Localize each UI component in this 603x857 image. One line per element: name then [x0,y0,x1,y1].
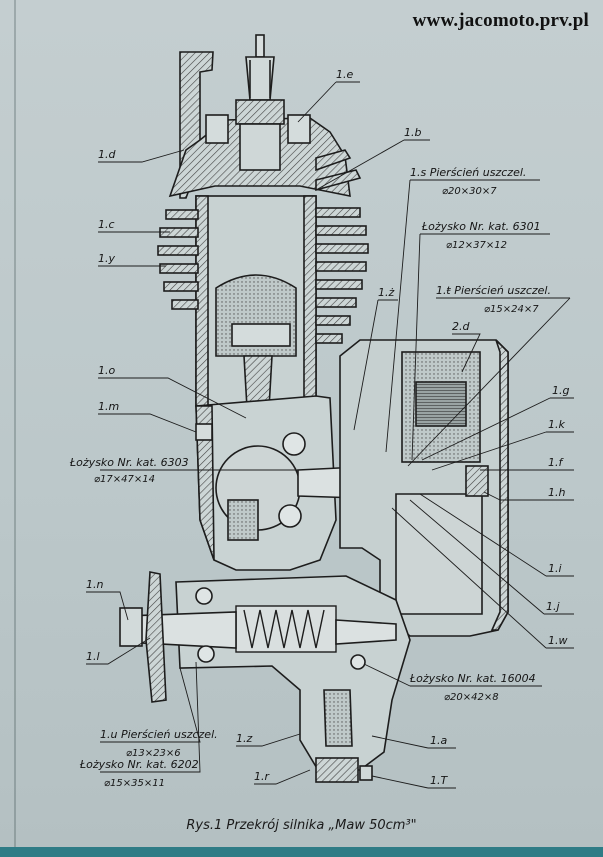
side-screw [195,423,213,441]
magneto-coil [415,381,467,427]
head-bolt-right [287,114,311,144]
kickstart-shaft [323,689,353,747]
label-1f: 1.f [548,456,564,469]
label-bearing-16004-spec: ⌀20×42×8 [444,692,499,703]
label-1i: 1.i [548,562,562,575]
drain-plug [315,757,359,783]
page-margin-line [14,0,16,857]
label-bearing-6303-spec: ⌀17×47×14 [94,474,155,485]
part-labels: 1.e 1.d 1.b 1.s Pierścień uszczel. ⌀20×3… [69,68,569,789]
label-bearing-6301: Łożysko Nr. kat. 6301 [421,220,541,233]
rotor-nut [465,465,489,497]
label-1T: 1.T [430,774,448,787]
label-1l: 1.l [86,650,100,663]
label-1n: 1.n [86,578,103,591]
label-1z: 1.z [236,732,252,745]
label-1t-seal-spec: ⌀15×24×7 [484,304,539,315]
label-1w: 1.w [548,634,568,647]
piston-pin [231,323,291,347]
clutch-spring [235,605,337,653]
leader-lines [86,81,574,789]
label-bearing-6301-spec: ⌀12×37×12 [446,240,507,251]
label-1m: 1.m [98,400,119,413]
label-1h: 1.h [548,486,565,499]
label-1c: 1.c [98,218,115,231]
sprocket [145,571,167,703]
label-1d: 1.d [98,148,116,161]
bearing-6303-ball-bottom [278,504,302,528]
label-2d: 2.d [452,320,470,333]
bottom-color-strip [0,847,603,857]
watermark-url: www.jacomoto.prv.pl [412,10,589,31]
bearing-6202-ball-top [195,587,213,605]
label-1j: 1.j [546,600,560,613]
cooling-fins-right [315,149,369,344]
engine-drawing [119,34,509,783]
label-bearing-6202-spec: ⌀15×35×11 [104,778,165,789]
label-1o: 1.o [98,364,115,377]
label-1r: 1.r [254,770,270,783]
bearing-6303-ball-top [282,432,306,456]
label-1g: 1.g [552,384,569,397]
head-bolt-left [205,114,229,144]
label-1b: 1.b [404,126,421,139]
label-1y: 1.y [98,252,115,265]
label-bearing-6303: Łożysko Nr. kat. 6303 [69,456,189,469]
label-1a: 1.a [430,734,447,747]
label-1e: 1.e [336,68,353,81]
bearing-6202-ball-bottom [197,645,215,663]
label-bearing-16004: Łożysko Nr. kat. 16004 [409,672,536,685]
label-1k: 1.k [548,418,565,431]
label-1u-seal-spec: ⌀13×23×6 [126,748,181,759]
figure-caption: Rys.1 Przekrój silnika „Maw 50cm³" [186,818,417,833]
spark-plug [235,34,285,171]
cooling-fins-left [157,209,199,310]
label-bearing-6202: Łożysko Nr. kat. 6202 [79,758,199,771]
bearing-16004-ball [350,654,366,670]
label-1s: 1.s Pierścień uszczel. [410,166,526,179]
label-1s-spec: ⌀20×30×7 [442,186,497,197]
label-1u-seal: 1.u Pierścień uszczel. [100,728,218,741]
label-1z-dot: 1.ż [378,286,394,299]
label-1t-seal: 1.ŧ Pierścień uszczel. [436,284,551,297]
